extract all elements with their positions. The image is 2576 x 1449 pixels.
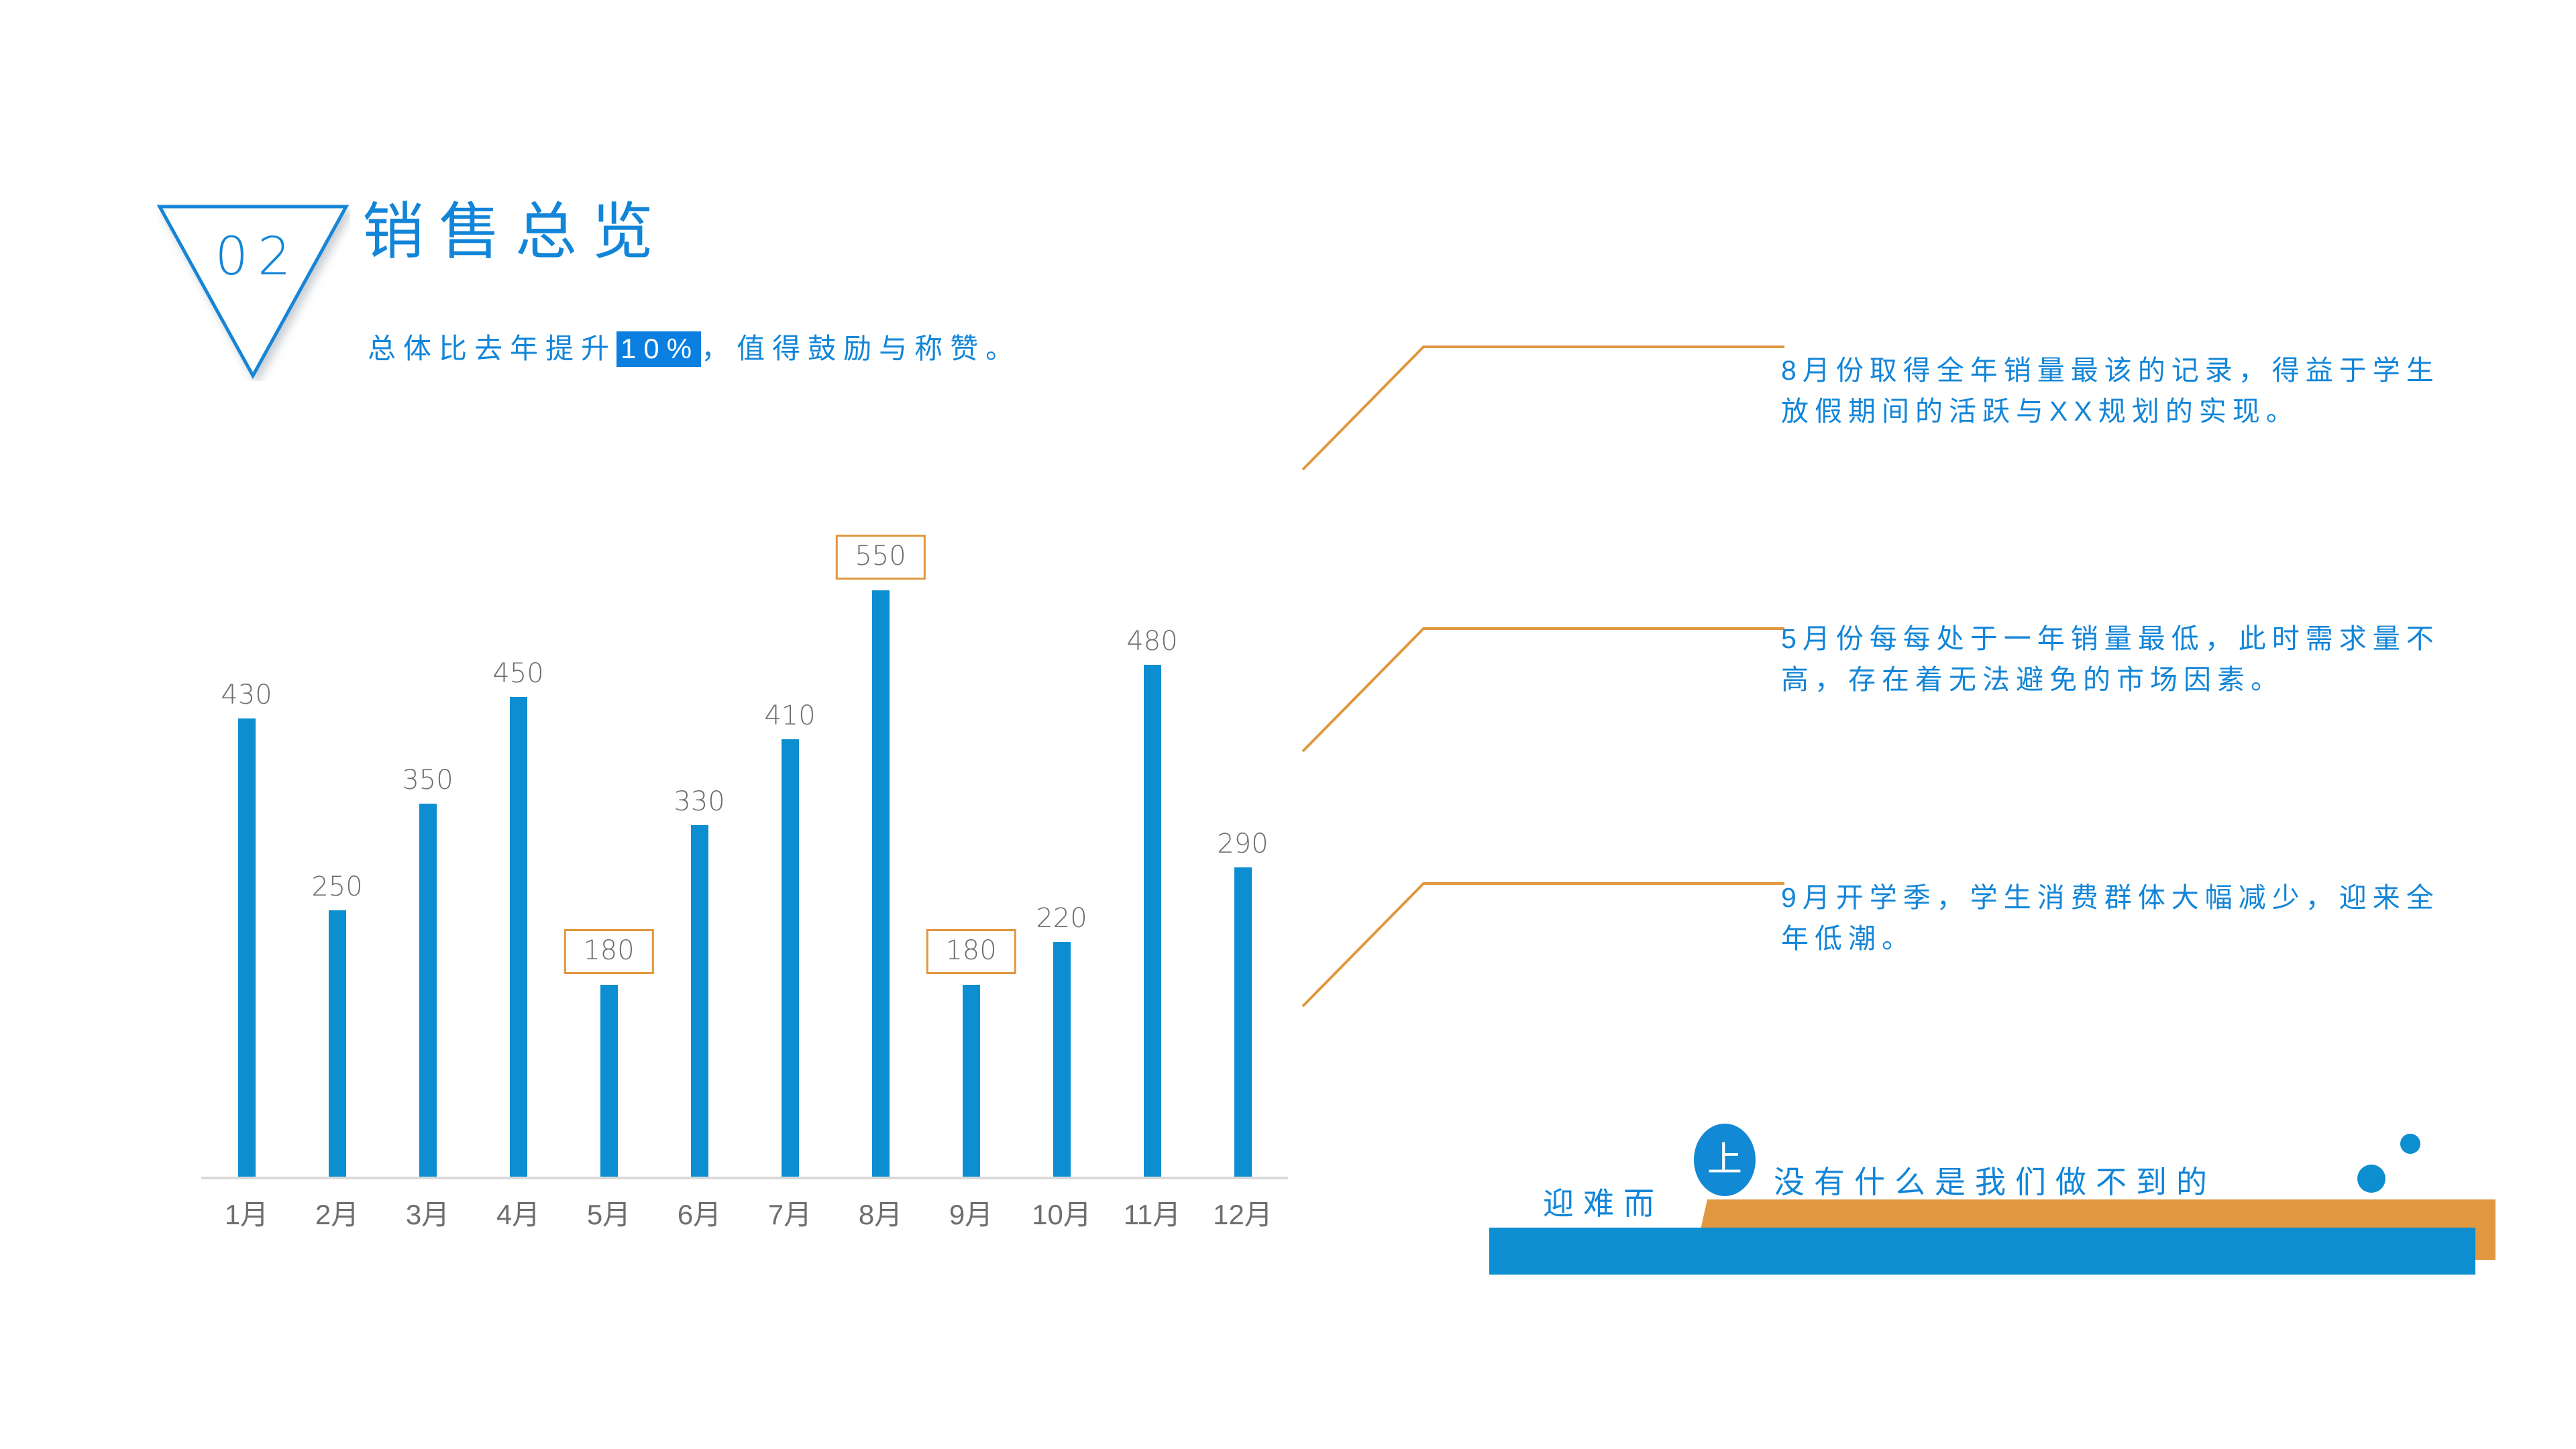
chart-bar [600, 985, 618, 1177]
banner-dot-large-icon [2357, 1165, 2385, 1193]
banner-ribbon-shapes [1489, 1100, 2496, 1275]
chart-value-label: 450 [492, 658, 544, 689]
chart-bar-group: 330 6月 [654, 539, 745, 1230]
chart-bar-group: 290 12月 [1197, 539, 1288, 1230]
chart-bar-group: 450 4月 [473, 539, 564, 1230]
chart-bar-group: 480 11月 [1107, 539, 1197, 1230]
connector-line-1 [1301, 345, 1784, 471]
chart-bar [1053, 942, 1071, 1177]
chart-bar [328, 910, 346, 1177]
chart-value-label: 480 [1126, 626, 1178, 657]
chart-x-axis-label: 1月 [224, 1199, 269, 1230]
banner-prefix-text: 迎难而 [1543, 1186, 1664, 1221]
chart-value-label-highlighted: 550 [835, 535, 926, 580]
chart-x-axis-label: 8月 [858, 1199, 903, 1230]
chart-bar-group: 410 7月 [745, 539, 835, 1230]
page-title: 销售总览 [362, 198, 669, 266]
chart-bar-group: 180 5月 [564, 539, 654, 1230]
connector-line-3 [1301, 882, 1784, 1008]
chart-value-label-highlighted: 180 [564, 929, 654, 974]
banner-dot-small-icon [2400, 1134, 2420, 1154]
chart-bar [419, 804, 437, 1177]
callout-note-3: 9月开学季，学生消费群体大幅减少，迎来全年低潮。 [1781, 882, 2440, 954]
chart-x-axis-label: 11月 [1123, 1199, 1181, 1230]
banner-blue-ribbon [1489, 1228, 2475, 1275]
section-badge-number: 02 [215, 227, 301, 287]
chart-bar-group: 430 1月 [201, 539, 292, 1230]
chart-value-label: 430 [221, 680, 272, 710]
chart-x-axis-label: 7月 [767, 1199, 812, 1230]
banner-circle-badge: 上 [1694, 1124, 1756, 1196]
chart-bar-group: 250 2月 [292, 539, 382, 1230]
bottom-banner: 迎难而 上 没有什么是我们做不到的 [1489, 1100, 2496, 1275]
chart-bar-group: 220 10月 [1016, 539, 1107, 1230]
chart-bar [1143, 665, 1161, 1177]
chart-value-label: 410 [764, 700, 816, 731]
chart-x-axis-label: 4月 [496, 1199, 541, 1230]
subtitle-text-before: 总体比去年提升 [368, 333, 617, 364]
chart-bar-group: 350 3月 [382, 539, 473, 1230]
chart-bar [871, 590, 890, 1177]
chart-bar [962, 985, 980, 1177]
callout-note-1: 8月份取得全年销量最该的记录，得益于学生放假期间的活跃与XX规划的实现。 [1781, 355, 2440, 427]
chart-x-axis-label: 10月 [1032, 1199, 1091, 1230]
banner-slogan-text: 没有什么是我们做不到的 [1774, 1165, 2216, 1199]
chart-value-label: 350 [402, 765, 453, 796]
chart-x-axis-label: 6月 [677, 1199, 722, 1230]
sales-bar-chart: 430 1月 250 2月 350 3月 450 4月 180 5月 330 6月 410 7月 550 8月… [201, 510, 1288, 1230]
chart-x-axis-label: 5月 [586, 1199, 631, 1230]
chart-bar [509, 697, 527, 1177]
connector-line-2 [1301, 627, 1784, 753]
chart-bar [781, 739, 799, 1177]
chart-x-axis-label: 2月 [315, 1199, 360, 1230]
chart-x-axis-label: 9月 [949, 1199, 994, 1230]
chart-value-label: 330 [674, 786, 725, 817]
chart-x-axis-label: 3月 [405, 1199, 450, 1230]
callout-connector-lines [1275, 282, 1811, 1073]
chart-value-label: 250 [311, 871, 363, 902]
chart-bar-group: 180 9月 [926, 539, 1016, 1230]
chart-value-label: 290 [1217, 828, 1269, 859]
chart-bar [1234, 867, 1252, 1177]
chart-value-label: 220 [1036, 903, 1087, 934]
chart-bar [237, 718, 256, 1177]
subtitle-text-after: ，值得鼓励与称赞。 [701, 333, 1022, 364]
chart-x-axis-label: 12月 [1213, 1199, 1273, 1230]
chart-bar-group: 550 8月 [835, 535, 926, 1230]
chart-baseline-axis [201, 1177, 1288, 1179]
chart-bar [690, 825, 708, 1177]
section-badge-triangle [156, 200, 350, 381]
callout-note-2: 5月份每每处于一年销量最低，此时需求量不高，存在着无法避免的市场因素。 [1781, 623, 2440, 695]
subtitle-highlight-badge: 10% [616, 331, 702, 367]
chart-value-label-highlighted: 180 [926, 929, 1016, 974]
